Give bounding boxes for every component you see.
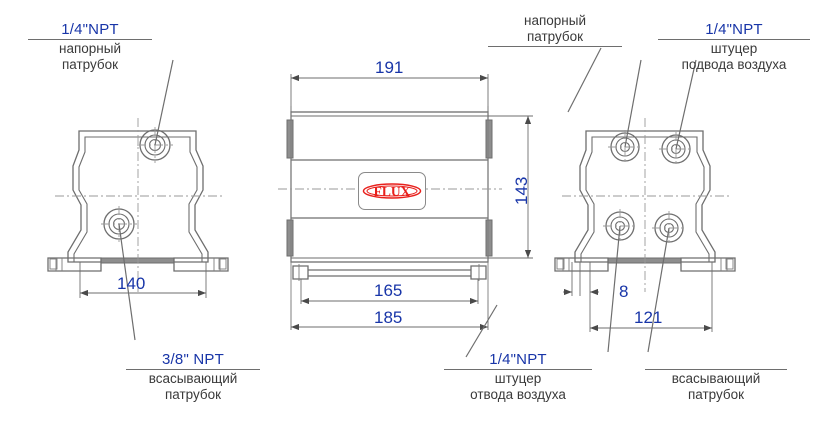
annotation-right-bottom-line2: патрубок bbox=[687, 387, 745, 402]
dimension-143 bbox=[488, 115, 533, 259]
dimension-140 bbox=[79, 262, 207, 298]
annotation-center-bottom-line1: штуцер bbox=[494, 371, 542, 386]
annotation-center-top: напорный патрубок bbox=[488, 13, 622, 48]
annotation-right-bottom-rule bbox=[645, 369, 787, 370]
dimension-label-185: 185 bbox=[374, 308, 403, 327]
annotation-center-bottom: 1/4"NPT штуцер отвода воздуха bbox=[444, 352, 592, 403]
annotation-left-bottom-rule bbox=[126, 369, 260, 370]
dimension-185 bbox=[290, 300, 489, 331]
dimension-191 bbox=[290, 74, 489, 112]
flux-logo-icon: FLUX bbox=[362, 183, 422, 199]
annotation-left-bottom-line2: патрубок bbox=[164, 387, 222, 402]
dimension-label-143: 143 bbox=[512, 176, 531, 205]
annotation-left-top-line1: напорный bbox=[59, 41, 121, 56]
dimension-label-165: 165 bbox=[374, 281, 403, 300]
dimension-label-140: 140 bbox=[117, 274, 146, 293]
annotation-right-top-line2: подвода воздуха bbox=[681, 57, 787, 72]
annotation-right-bottom: всасывающий патрубок bbox=[645, 368, 787, 403]
dimension-label-121: 121 bbox=[634, 308, 663, 327]
dimension-8 bbox=[563, 262, 599, 296]
annotation-right-top-npt: 1/4"NPT bbox=[705, 21, 763, 38]
flux-logo-badge: FLUX bbox=[358, 172, 426, 210]
view-center-front bbox=[278, 47, 602, 358]
annotation-right-top: 1/4"NPT штуцер подвода воздуха bbox=[658, 22, 810, 73]
annotation-center-top-rule bbox=[488, 46, 622, 47]
annotation-left-bottom: 3/8" NPT всасывающий патрубок bbox=[126, 352, 260, 403]
annotation-center-top-line2: патрубок bbox=[526, 29, 584, 44]
annotation-right-top-line1: штуцер bbox=[710, 41, 758, 56]
dimension-label-8: 8 bbox=[619, 282, 629, 301]
annotation-right-top-rule bbox=[658, 39, 810, 40]
annotation-left-top-line2: патрубок bbox=[61, 57, 119, 72]
annotation-left-top-rule bbox=[28, 39, 152, 40]
annotation-center-top-line1: напорный bbox=[524, 13, 586, 28]
view-right-side bbox=[554, 59, 736, 353]
annotation-right-bottom-line1: всасывающий bbox=[671, 371, 761, 386]
annotation-center-bottom-line2: отвода воздуха bbox=[470, 387, 566, 402]
annotation-left-bottom-npt: 3/8" NPT bbox=[162, 351, 224, 368]
flux-logo-text: FLUX bbox=[374, 184, 411, 199]
dimension-165 bbox=[300, 279, 479, 305]
view-left-side bbox=[47, 59, 229, 341]
annotation-left-top: 1/4"NPT напорный патрубок bbox=[28, 22, 152, 73]
annotation-left-top-npt: 1/4"NPT bbox=[61, 21, 119, 38]
annotation-center-bottom-rule bbox=[444, 369, 592, 370]
annotation-left-bottom-line1: всасывающий bbox=[148, 371, 238, 386]
annotation-center-bottom-npt: 1/4"NPT bbox=[489, 351, 547, 368]
dimension-label-191: 191 bbox=[375, 58, 404, 77]
